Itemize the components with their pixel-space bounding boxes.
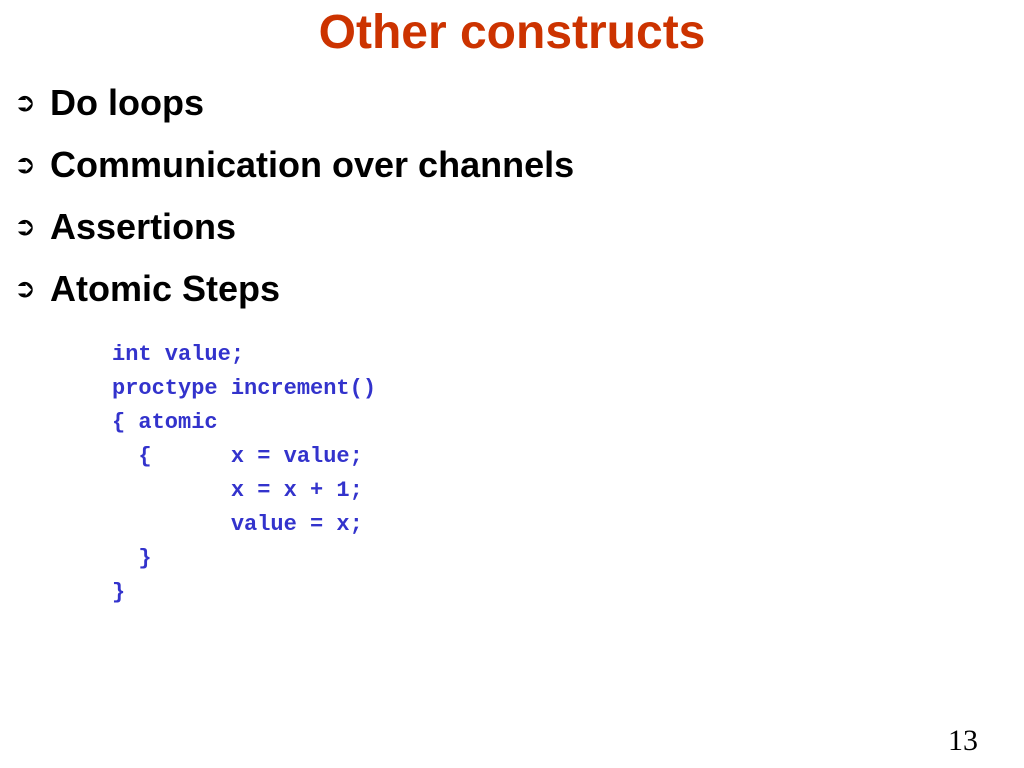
code-line: value = x; — [112, 512, 363, 537]
code-block: int value; proctype increment() { atomic… — [112, 338, 376, 610]
bullet-text: Assertions — [50, 206, 237, 247]
code-line: { atomic — [112, 410, 218, 435]
code-line: { x = value; — [112, 444, 363, 469]
bullet-item-do-loops: ➲ Do loops — [14, 72, 574, 134]
code-line: x = x + 1; — [112, 478, 363, 503]
code-line: int value; — [112, 342, 245, 367]
code-line: proctype increment() — [112, 376, 377, 401]
bullet-item-atomic-steps: ➲ Atomic Steps — [14, 258, 574, 320]
bullet-text: Communication over channels — [50, 144, 575, 185]
right-arrow-icon: ➲ — [14, 150, 36, 180]
bullet-list: ➲ Do loops ➲ Communication over channels… — [14, 72, 574, 320]
bullet-text: Atomic Steps — [50, 268, 281, 309]
page-number: 13 — [948, 724, 978, 757]
bullet-item-assertions: ➲ Assertions — [14, 196, 574, 258]
code-line: } — [112, 546, 152, 571]
right-arrow-icon: ➲ — [14, 88, 36, 118]
right-arrow-icon: ➲ — [14, 274, 36, 304]
slide-title: Other constructs — [318, 6, 706, 59]
code-line: } — [112, 580, 126, 605]
right-arrow-icon: ➲ — [14, 212, 36, 242]
bullet-text: Do loops — [50, 82, 204, 123]
bullet-item-communication: ➲ Communication over channels — [14, 134, 574, 196]
